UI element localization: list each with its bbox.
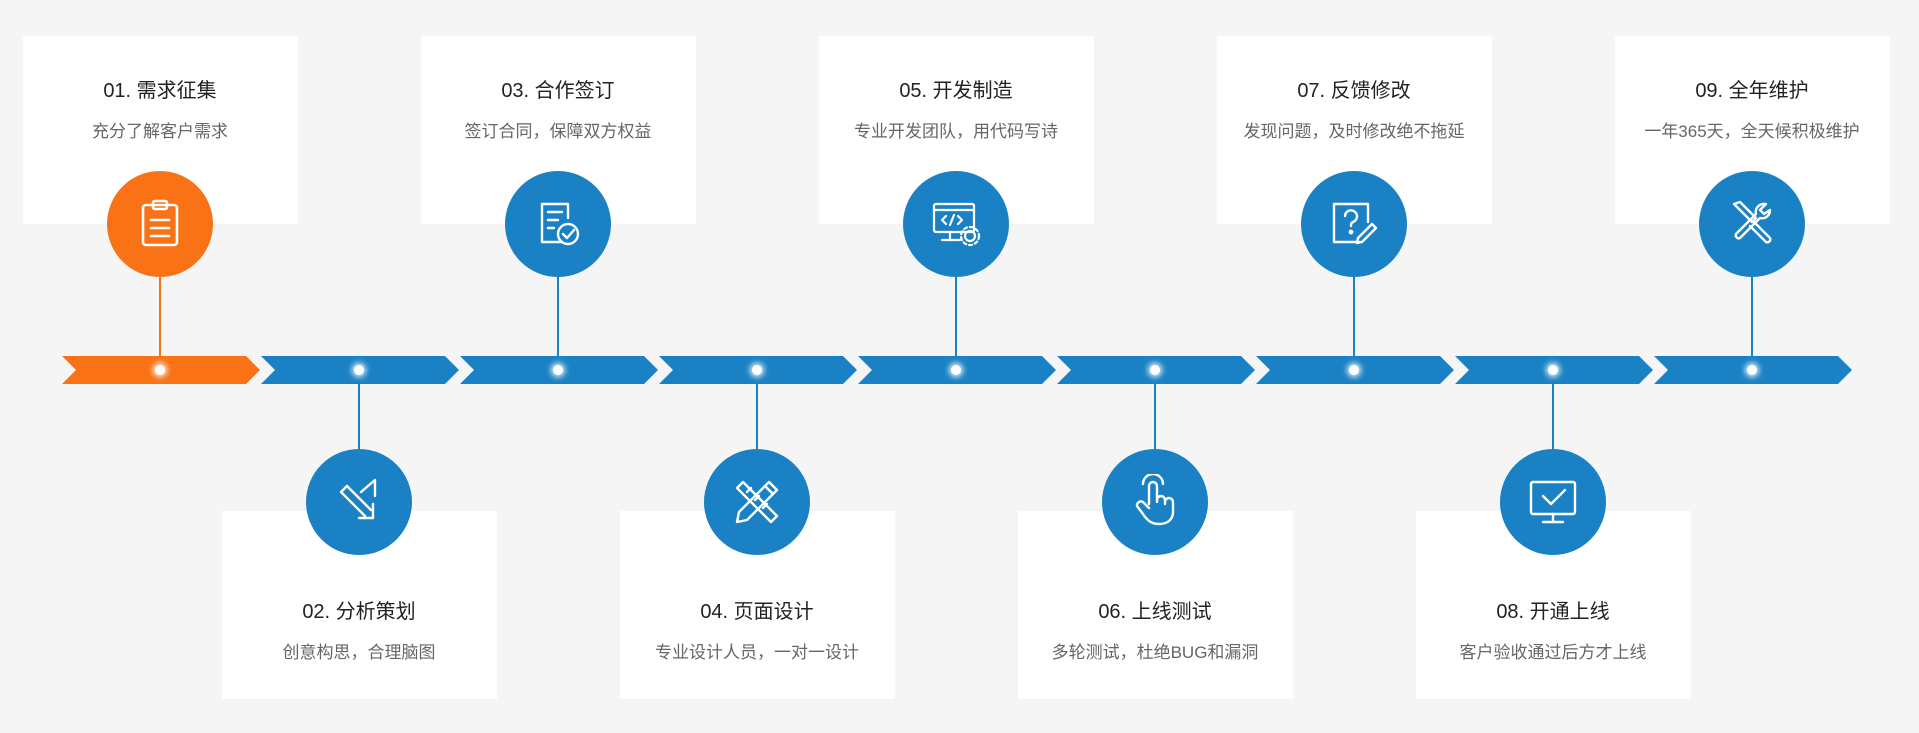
timeline-dot-1 bbox=[155, 365, 165, 375]
pencil-ruler-icon bbox=[729, 474, 785, 530]
step-description: 一年365天，全天候积极维护 bbox=[1615, 117, 1890, 142]
step-title: 06. 上线测试 bbox=[1018, 595, 1293, 624]
step-icon-circle-5 bbox=[903, 171, 1009, 277]
step-title: 02. 分析策划 bbox=[222, 595, 497, 624]
step-icon-circle-3 bbox=[505, 171, 611, 277]
step-title: 03. 合作签订 bbox=[421, 74, 696, 103]
step-description: 充分了解客户需求 bbox=[23, 117, 298, 142]
step-title: 07. 反馈修改 bbox=[1217, 74, 1492, 103]
timeline-dot-6 bbox=[1150, 365, 1160, 375]
timeline-dot-8 bbox=[1548, 365, 1558, 375]
step-icon-circle-9 bbox=[1699, 171, 1805, 277]
timeline-dot-7 bbox=[1349, 365, 1359, 375]
timeline-dot-3 bbox=[553, 365, 563, 375]
step-title: 08. 开通上线 bbox=[1416, 595, 1691, 624]
step-title: 09. 全年维护 bbox=[1615, 74, 1890, 103]
timeline-dot-2 bbox=[354, 365, 364, 375]
step-icon-circle-4 bbox=[704, 449, 810, 555]
analysis-arrows-icon bbox=[331, 474, 387, 530]
step-title: 01. 需求征集 bbox=[23, 74, 298, 103]
step-description: 发现问题，及时修改绝不拖延 bbox=[1217, 117, 1492, 142]
step-icon-circle-1 bbox=[107, 171, 213, 277]
step-icon-circle-8 bbox=[1500, 449, 1606, 555]
step-icon-circle-2 bbox=[306, 449, 412, 555]
step-description: 签订合同，保障双方权益 bbox=[421, 117, 696, 142]
clipboard-icon bbox=[132, 196, 188, 252]
question-edit-icon bbox=[1326, 196, 1382, 252]
step-description: 多轮测试，杜绝BUG和漏洞 bbox=[1018, 638, 1293, 663]
timeline-dot-9 bbox=[1747, 365, 1757, 375]
contract-check-icon bbox=[530, 196, 586, 252]
step-description: 客户验收通过后方才上线 bbox=[1416, 638, 1691, 663]
step-description: 专业设计人员，一对一设计 bbox=[620, 638, 895, 663]
step-description: 创意构思，合理脑图 bbox=[222, 638, 497, 663]
code-monitor-gear-icon bbox=[928, 196, 984, 252]
step-icon-circle-7 bbox=[1301, 171, 1407, 277]
timeline-dot-5 bbox=[951, 365, 961, 375]
step-title: 05. 开发制造 bbox=[819, 74, 1094, 103]
wrench-screwdriver-icon bbox=[1724, 196, 1780, 252]
timeline-dot-4 bbox=[752, 365, 762, 375]
hand-pointer-icon bbox=[1127, 474, 1183, 530]
monitor-check-icon bbox=[1525, 474, 1581, 530]
step-description: 专业开发团队，用代码写诗 bbox=[819, 117, 1094, 142]
step-title: 04. 页面设计 bbox=[620, 595, 895, 624]
step-icon-circle-6 bbox=[1102, 449, 1208, 555]
